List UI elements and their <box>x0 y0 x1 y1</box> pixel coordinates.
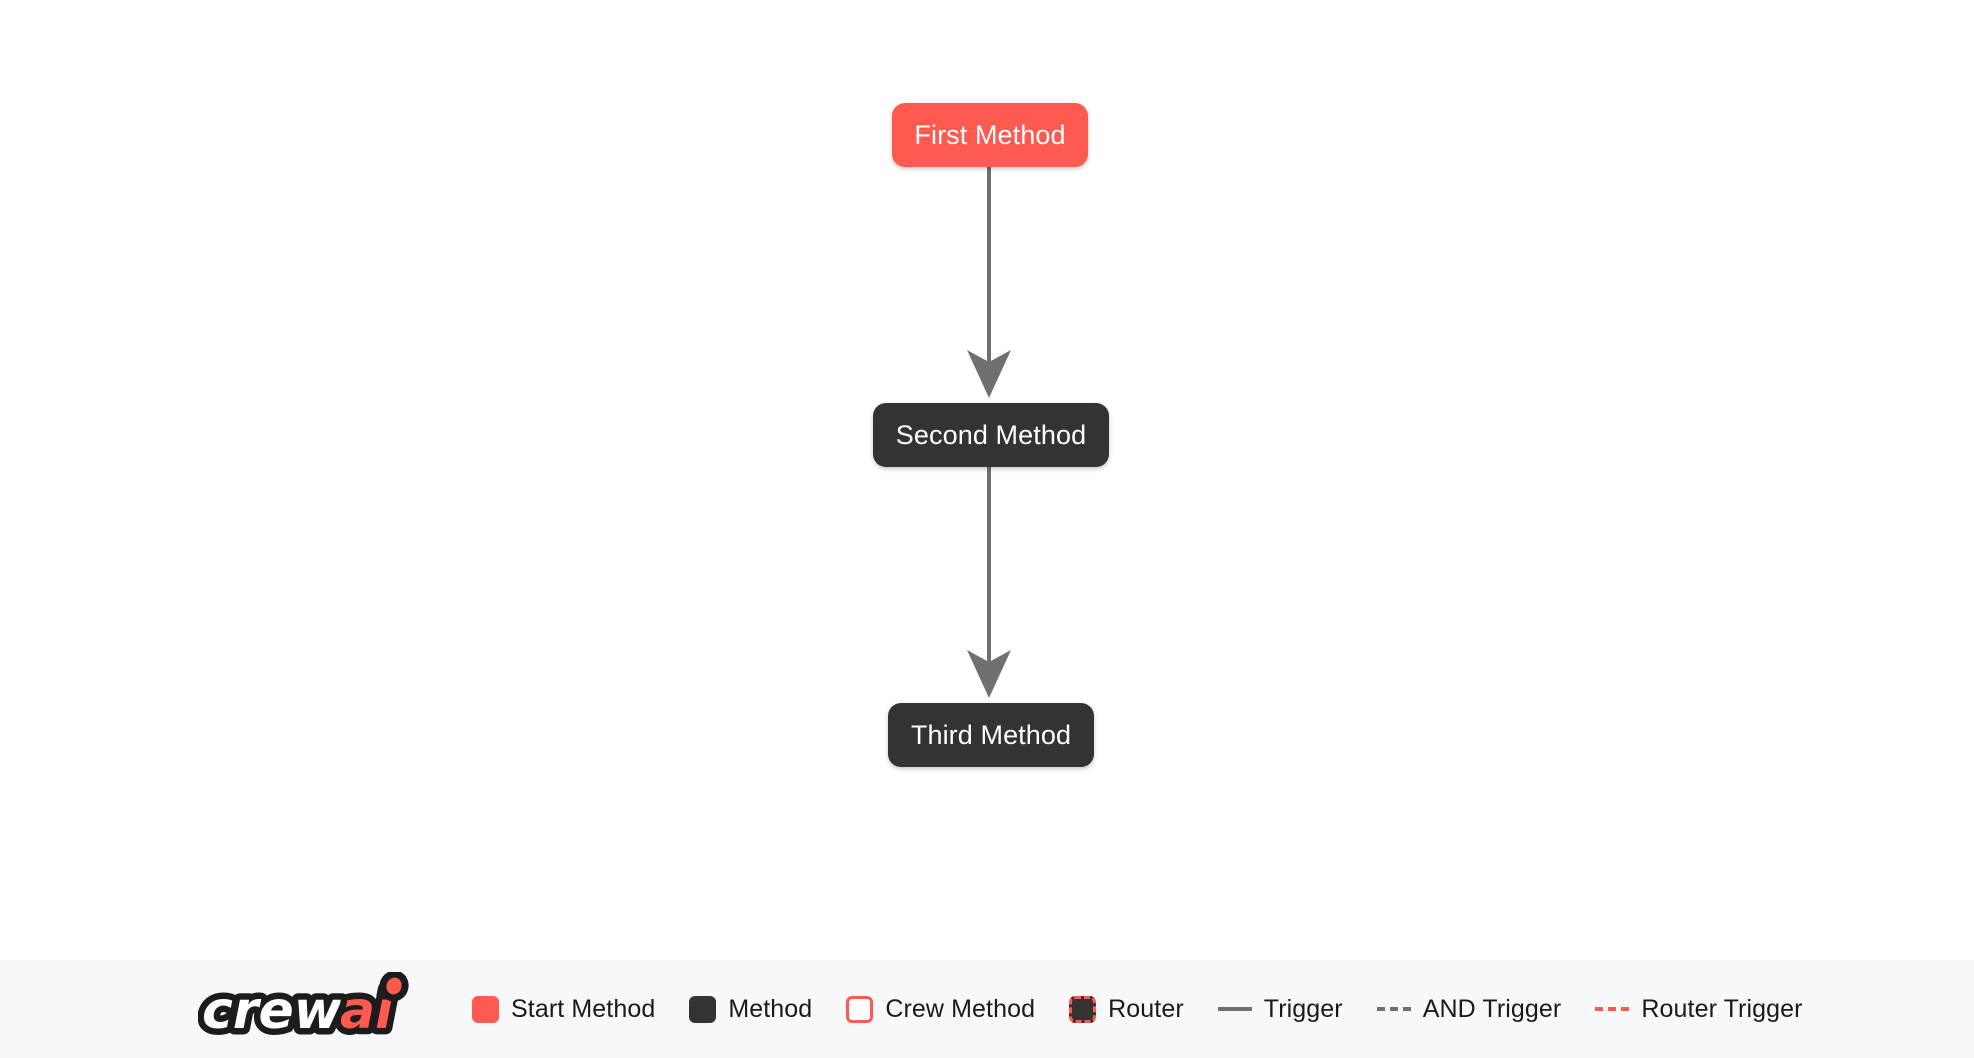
legend-item-trigger[interactable]: Trigger <box>1217 994 1343 1024</box>
legend-bar: .lg-txt { font-family: "DejaVu Sans", sa… <box>0 960 1974 1058</box>
svg-text:crew: crew <box>202 981 343 1041</box>
edge-second-to-third <box>967 467 1011 698</box>
legend-label: Router Trigger <box>1641 994 1803 1023</box>
legend-label: Crew Method <box>885 994 1036 1023</box>
legend-item-start-method[interactable]: Start Method <box>472 995 655 1024</box>
crewai-wordmark-icon: .lg-txt { font-family: "DejaVu Sans", sa… <box>198 972 409 1046</box>
flow-node-label: Third Method <box>910 719 1072 750</box>
flow-node-label: First Method <box>914 119 1066 150</box>
line-dashed-gray-icon <box>1376 1007 1411 1011</box>
flow-node-third-method[interactable]: Third Method <box>888 703 1094 767</box>
square-dashed-coral-icon <box>1069 995 1097 1023</box>
legend-label: Trigger <box>1263 994 1343 1023</box>
legend-item-router-trigger[interactable]: Router Trigger <box>1595 995 1802 1024</box>
legend-items: Start Method Method Crew Method Router T… <box>472 995 1803 1024</box>
crewai-logo: .lg-txt { font-family: "DejaVu Sans", sa… <box>198 972 430 1046</box>
svg-text:crew: crew <box>202 981 343 1041</box>
flow-canvas[interactable]: First Method Second Method Third Method <box>0 0 1974 960</box>
flow-node-label: Second Method <box>895 419 1087 450</box>
flow-node-second-method[interactable]: Second Method <box>873 403 1109 467</box>
legend-item-method[interactable]: Method <box>689 995 812 1024</box>
legend-label: AND Trigger <box>1422 994 1562 1023</box>
legend-label: Start Method <box>511 994 656 1023</box>
legend-item-and-trigger[interactable]: AND Trigger <box>1376 994 1562 1024</box>
flow-node-first-method[interactable]: First Method <box>892 103 1088 167</box>
legend-item-crew-method[interactable]: Crew Method <box>846 995 1035 1024</box>
legend-label: Method <box>728 994 813 1023</box>
square-filled-dark-icon <box>689 995 717 1023</box>
square-outlined-coral-icon <box>846 995 874 1023</box>
legend-item-router[interactable]: Router <box>1069 995 1184 1024</box>
square-filled-coral-icon <box>472 995 499 1023</box>
edge-first-to-second <box>967 167 1011 398</box>
line-solid-gray-icon <box>1217 1007 1252 1011</box>
line-dashed-coral-icon <box>1595 1007 1630 1011</box>
legend-label: Router <box>1108 994 1184 1023</box>
